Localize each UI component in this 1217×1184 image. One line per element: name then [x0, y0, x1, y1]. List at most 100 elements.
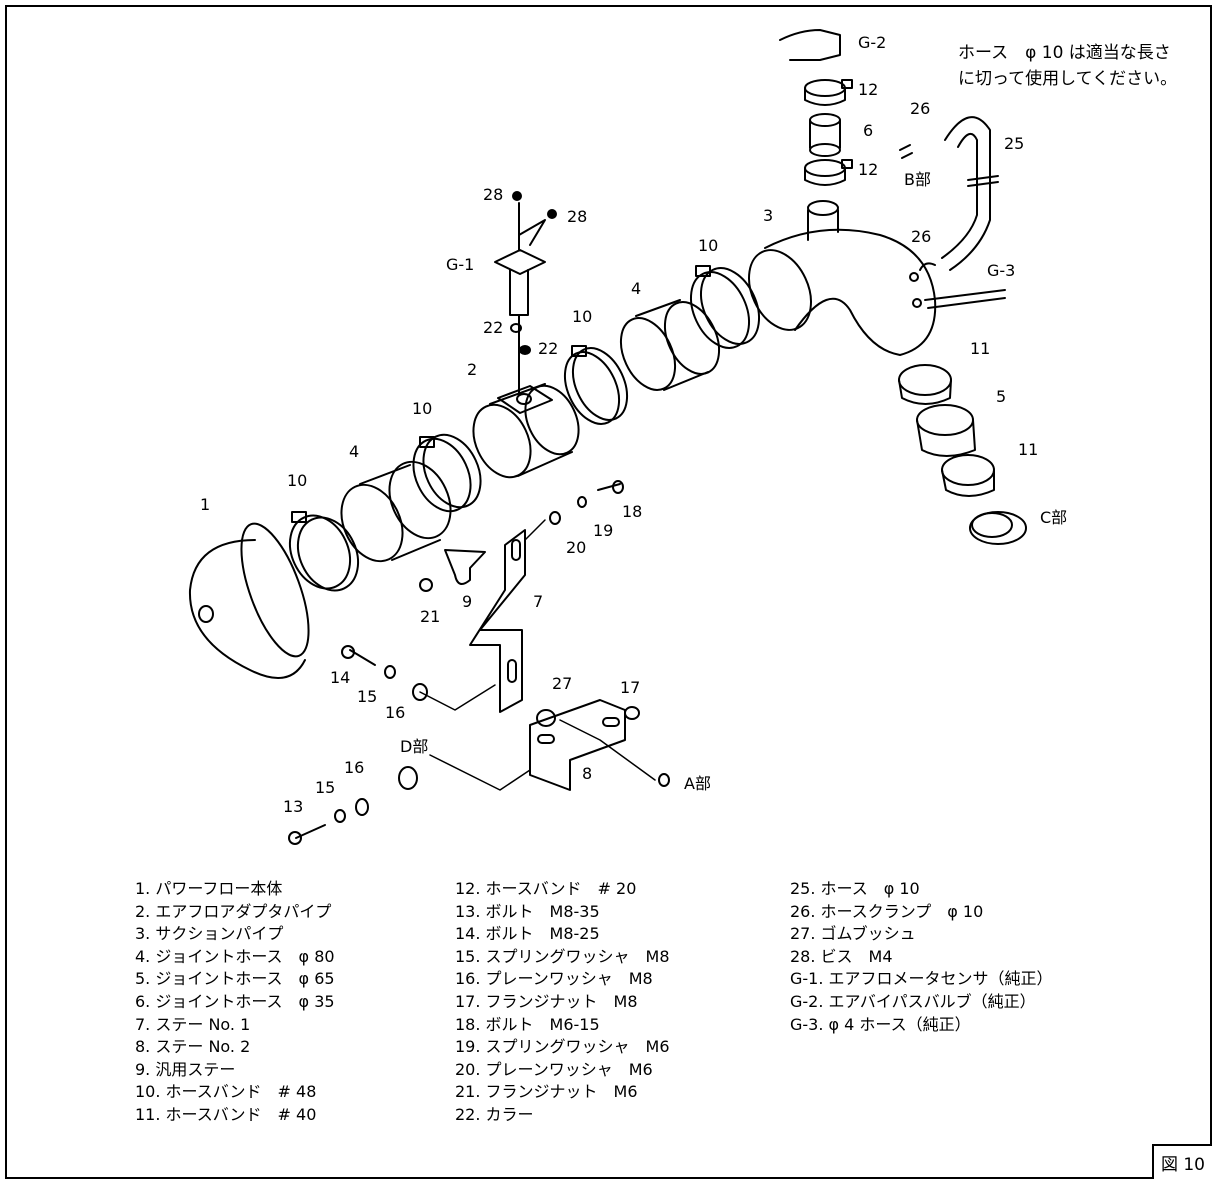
callout-10: 10: [412, 399, 433, 418]
fasteners-drawing: [288, 480, 1013, 845]
suction-pipe-drawing: [748, 200, 937, 356]
part-item: 10. ホースバンド # 48: [135, 1082, 317, 1102]
joint-hose-drawing: [340, 460, 452, 563]
airflow-adapter-pipe-drawing: [472, 383, 580, 479]
callout-7: 7: [533, 592, 544, 611]
part-item: 15. スプリングワッシャ M8: [455, 946, 670, 966]
part-item: 19. スプリングワッシャ M6: [455, 1037, 670, 1057]
general-stay-drawing: [444, 549, 486, 585]
part-item: 1. パワーフロー本体: [135, 879, 283, 898]
callout-27: 27: [552, 674, 573, 693]
stay-no1-drawing: [469, 529, 526, 713]
callout-22: 22: [538, 339, 559, 358]
callout-10: 10: [572, 307, 593, 326]
parts-list-col2: 12. ホースバンド # 20 13. ボルト M8-35 14. ボルト M8…: [455, 878, 670, 1127]
part-item: 20. プレーンワッシャ M6: [455, 1059, 653, 1079]
hose-band-drawing: [563, 345, 629, 425]
leader-lines: [419, 519, 656, 791]
callout-16: 16: [344, 758, 365, 777]
callout-22: 22: [483, 318, 504, 337]
callout-26: 26: [910, 99, 931, 118]
callout-28: 28: [567, 207, 588, 226]
callout-12: 12: [858, 160, 879, 179]
part-item: G-2. エアバイパスバルブ（純正）: [790, 991, 1036, 1011]
callout-18: 18: [622, 502, 643, 521]
parts-list-col3: 25. ホース φ 10 26. ホースクランプ φ 10 27. ゴムブッシュ…: [790, 878, 1053, 1036]
callout-21: 21: [420, 607, 441, 626]
hose-band-drawing: [288, 511, 360, 592]
callout-12: 12: [858, 80, 879, 99]
callout-13: 13: [283, 797, 304, 816]
note-line: ホース φ 10 は適当な長さ: [958, 43, 1171, 63]
part-item: 28. ビス M4: [790, 946, 893, 966]
callout-g3: G-3: [987, 261, 1016, 280]
callout-14: 14: [330, 668, 351, 687]
callout-28: 28: [483, 185, 504, 204]
part-item: 22. カラー: [455, 1104, 534, 1124]
part-item: 27. ゴムブッシュ: [790, 924, 916, 944]
callout-10: 10: [287, 471, 308, 490]
callout-17: 17: [620, 678, 641, 697]
callout-19: 19: [593, 521, 614, 540]
callout-16: 16: [385, 703, 406, 722]
callout-4: 4: [631, 279, 642, 298]
bypass-hoses-drawing: [779, 29, 853, 186]
part-item: 12. ホースバンド # 20: [455, 879, 637, 898]
part-item: 4. ジョイントホース φ 80: [135, 946, 335, 966]
callout-8: 8: [582, 764, 593, 783]
parts-list-col1: 1. パワーフロー本体 2. エアフロアダプタパイプ 3. サクションパイプ 4…: [135, 878, 335, 1127]
callout-25: 25: [1004, 134, 1025, 153]
callout-part-d: D部: [400, 737, 429, 756]
part-item: 14. ボルト M8-25: [455, 924, 600, 944]
part-item: 17. フランジナット M8: [455, 991, 638, 1011]
part-item: 9. 汎用ステー: [135, 1059, 236, 1079]
part-item: 16. プレーンワッシャ M8: [455, 969, 653, 989]
callout-26: 26: [911, 227, 932, 246]
hose-band-drawing: [689, 265, 761, 349]
part-item: 7. ステー No. 1: [135, 1014, 251, 1034]
callout-11: 11: [970, 339, 991, 358]
callout-4: 4: [349, 442, 360, 461]
part-item: 2. エアフロアダプタパイプ: [135, 901, 332, 921]
hose-band-drawing: [412, 433, 482, 513]
hose-cutting-note: ホース φ 10 は適当な長さ に切って使用してください。: [958, 40, 1198, 92]
part-item: 6. ジョイントホース φ 35: [135, 991, 335, 1011]
figure-number-label: 図 10: [1151, 1144, 1212, 1179]
airflow-sensor-drawing: [494, 191, 557, 396]
callout-15: 15: [315, 778, 336, 797]
callout-part-c: C部: [1040, 508, 1068, 527]
powerflow-body-drawing: [188, 522, 310, 679]
part-item: 11. ホースバンド # 40: [135, 1104, 317, 1124]
joint-hose-drawing: [619, 299, 721, 391]
part-item: G-3. φ 4 ホース（純正）: [790, 1014, 971, 1034]
callout-5: 5: [996, 387, 1007, 406]
part-item: 18. ボルト M6-15: [455, 1014, 600, 1034]
callout-20: 20: [566, 538, 587, 557]
part-item: 25. ホース φ 10: [790, 879, 920, 898]
hose-10-drawing: [899, 116, 1006, 309]
part-item: 3. サクションパイプ: [135, 924, 284, 944]
callout-3: 3: [763, 206, 774, 225]
callout-11: 11: [1018, 440, 1039, 459]
callout-10: 10: [698, 236, 719, 255]
callout-15: 15: [357, 687, 378, 706]
note-line: に切って使用してください。: [958, 69, 1178, 89]
callout-1: 1: [200, 495, 211, 514]
stay-no2-drawing: [529, 699, 626, 791]
callout-2: 2: [467, 360, 478, 379]
part-item: 13. ボルト M8-35: [455, 901, 600, 921]
callout-9: 9: [462, 592, 473, 611]
callout-6: 6: [863, 121, 874, 140]
figure-frame: [5, 5, 1212, 1179]
callout-part-b: B部: [904, 170, 931, 189]
part-item: 8. ステー No. 2: [135, 1037, 251, 1057]
callout-g2: G-2: [858, 33, 887, 52]
part-item: 5. ジョイントホース φ 65: [135, 969, 335, 989]
hose-bands-lower-drawing: [898, 364, 1027, 545]
part-item: 26. ホースクランプ φ 10: [790, 901, 984, 921]
callout-part-a: A部: [684, 774, 711, 793]
callout-g1: G-1: [446, 255, 475, 274]
part-item: G-1. エアフロメータセンサ（純正）: [790, 969, 1053, 989]
part-item: 21. フランジナット M6: [455, 1082, 638, 1102]
